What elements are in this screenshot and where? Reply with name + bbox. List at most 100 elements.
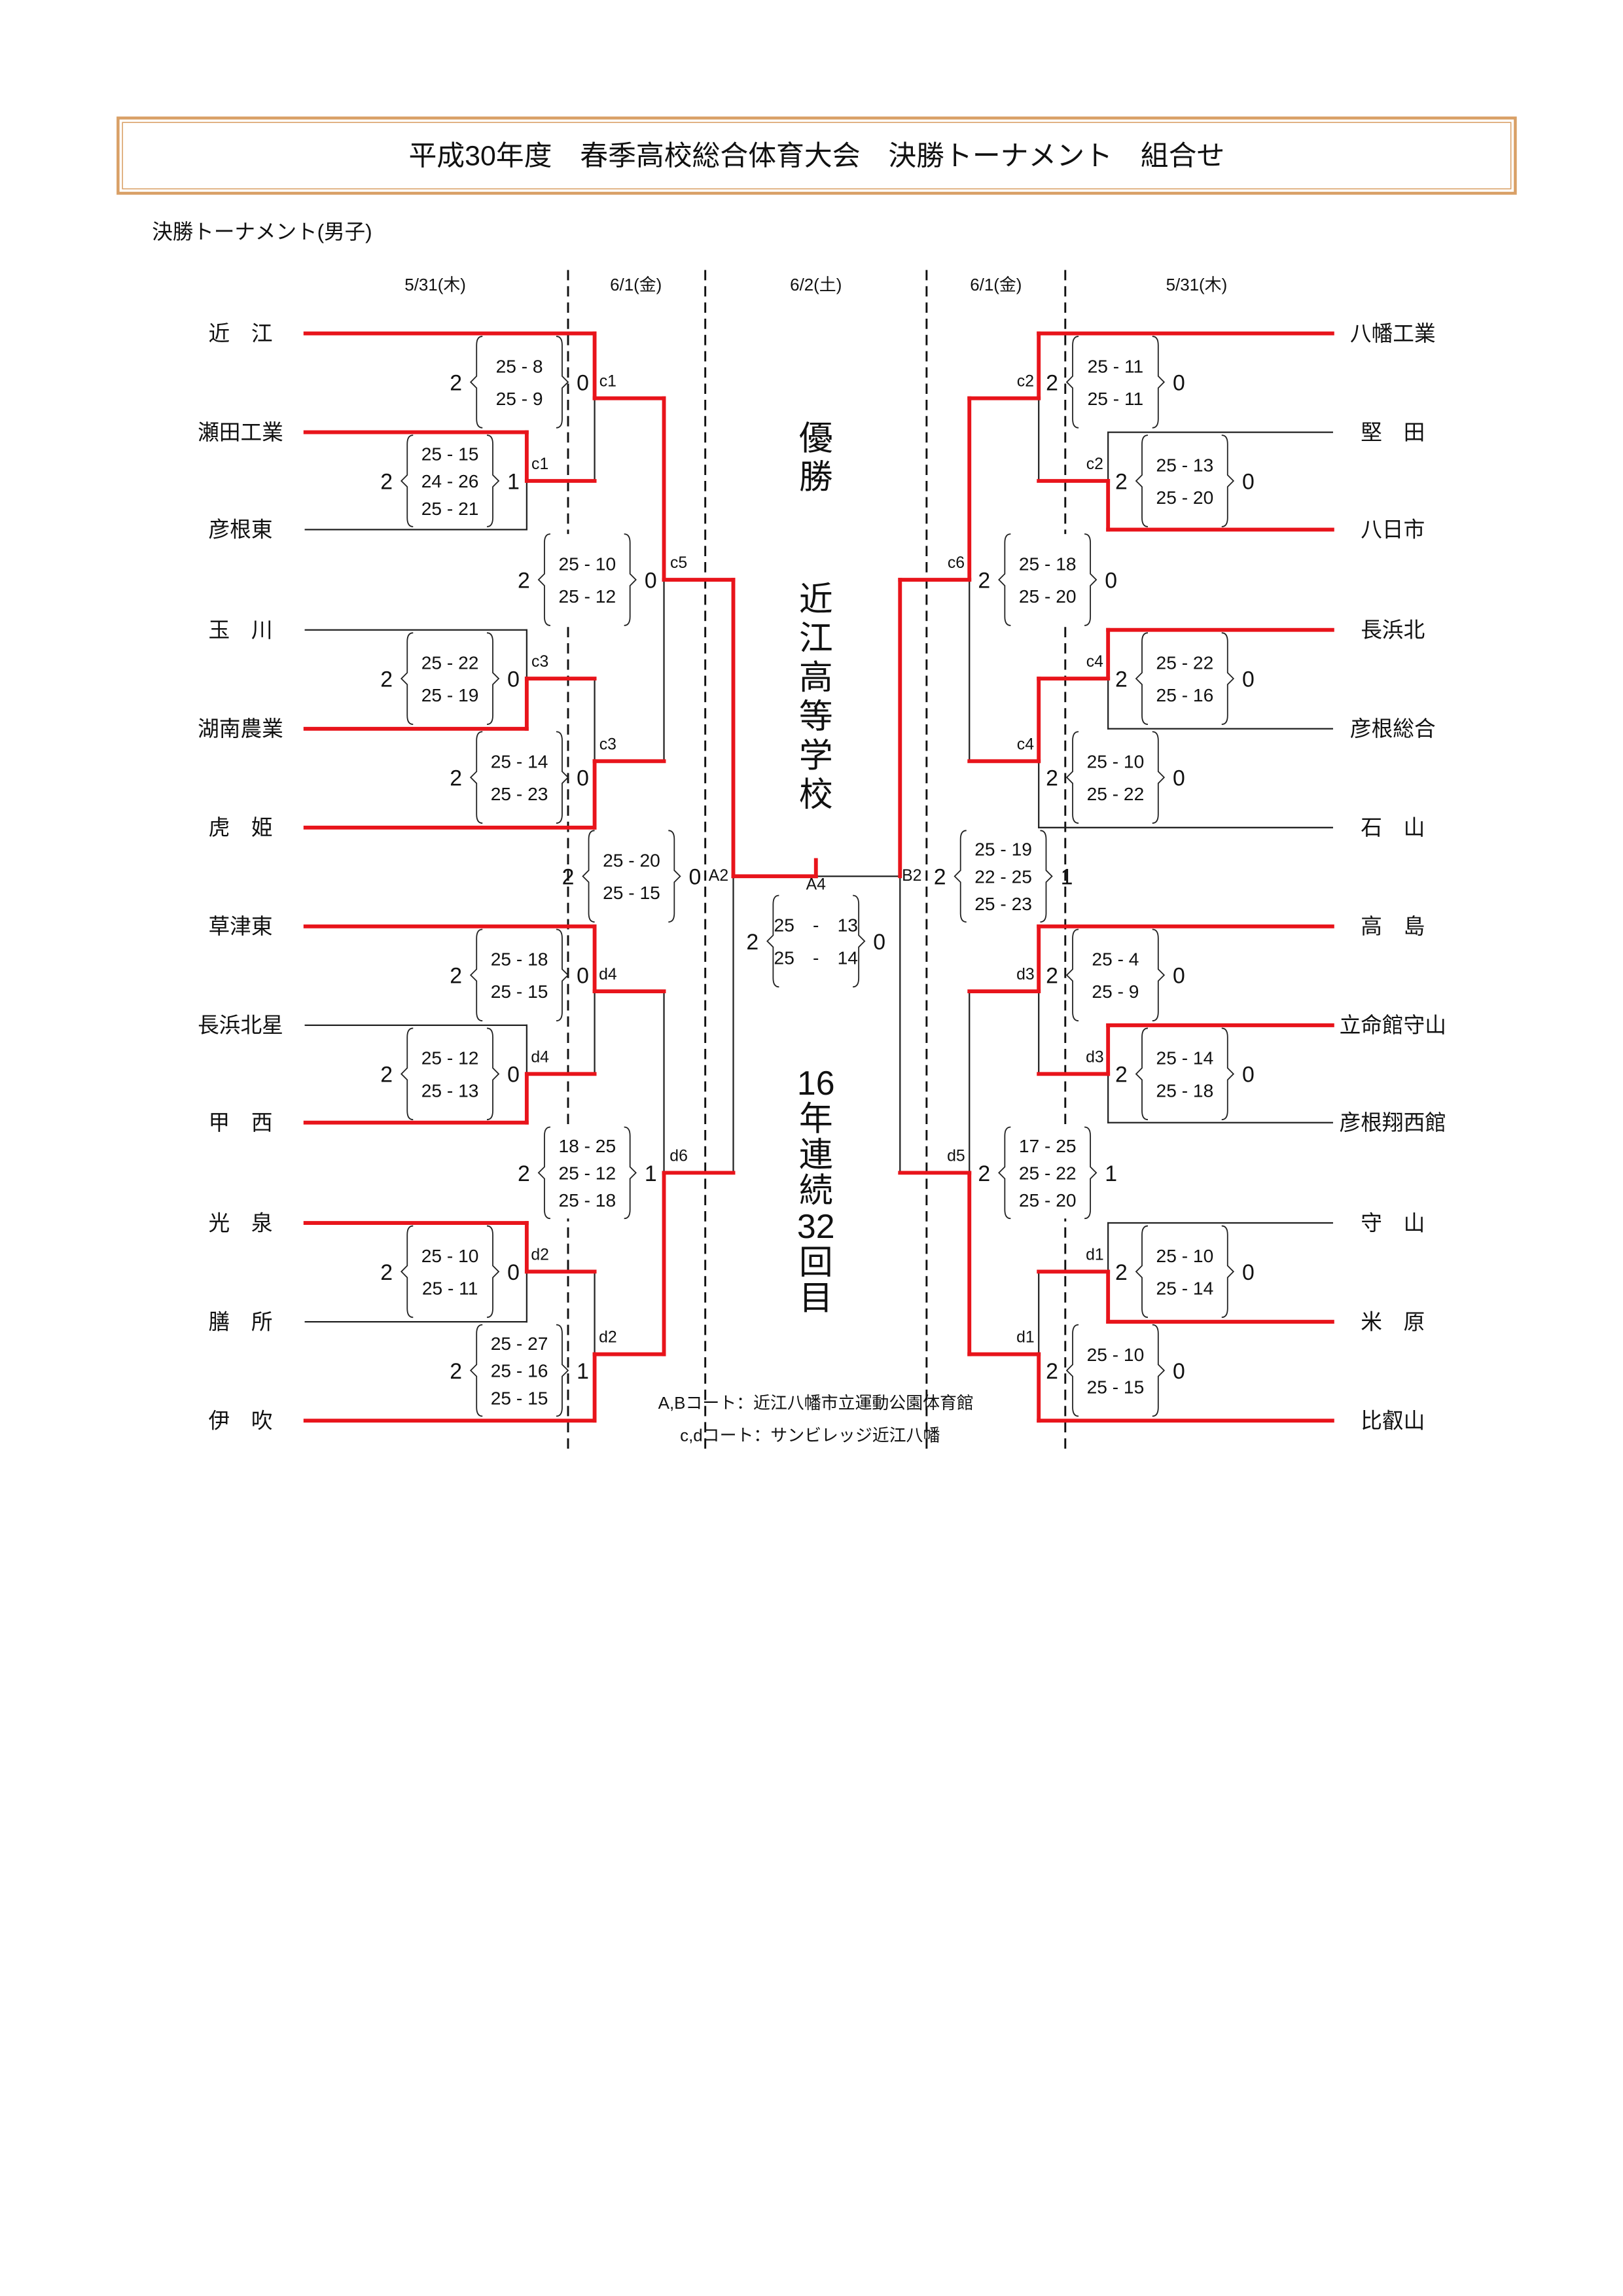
set-score: 25 - 23 [974,893,1032,914]
score-backdrop [586,830,677,923]
set-score: 25 - 18 [1019,553,1077,574]
champion-streak: 年 [799,1100,833,1138]
team-name-left: 彦根東 [208,518,272,542]
score-backdrop [1069,336,1162,428]
champion-streak: 回 [799,1243,833,1281]
set-score: 25 - 11 [1088,355,1144,376]
score-backdrop [1001,1127,1094,1219]
team-name-right: 高 島 [1361,914,1425,938]
right-brace-icon [1084,533,1097,626]
set-score: 25 - 18 [558,1190,616,1210]
sets-won-left: 2 [380,667,393,692]
set-score: 25 - 15 [421,443,479,464]
right-brace-icon [556,1324,569,1417]
set-score: 17 - 25 [1019,1135,1077,1156]
left-brace-icon [1135,434,1149,527]
set-score: 25 - 15 [491,981,548,1002]
court-note: c,dコート：サンビレッジ近江八幡 [680,1426,940,1445]
match-court-label: d2 [531,1246,549,1263]
sets-won-left: 2 [746,930,758,955]
left-brace-icon [954,830,967,923]
title-box [116,116,1517,195]
sets-won-left: 2 [1115,469,1128,494]
match-court-label: d3 [1016,966,1035,983]
page-title: 平成30年度 春季高校総合体育大会 決勝トーナメント 組合せ [408,141,1224,172]
left-brace-icon [998,533,1011,626]
left-brace-icon [1065,731,1079,824]
team-name-right: 長浜北 [1361,618,1425,642]
team-name-right: 石 山 [1361,815,1425,839]
team-name-left: 膳 所 [208,1309,272,1333]
right-brace-icon [1152,731,1166,824]
match-court-label: c1 [531,455,548,473]
sets-won-right: 0 [873,930,885,955]
set-score: 25 - 8 [496,355,543,376]
score-backdrop [1069,732,1162,824]
score-backdrop [541,1127,633,1219]
left-brace-icon [582,830,595,923]
match-court-label: d4 [531,1048,549,1066]
set-score: 25 - 14 [774,947,858,968]
team-name-right: 米 原 [1361,1309,1425,1333]
right-brace-icon [624,1126,637,1220]
sets-won-right: 1 [645,1161,657,1186]
match-court-label: A2 [709,867,728,885]
team-name-left: 虎 姫 [208,815,272,839]
sets-won-right: 0 [1173,1359,1185,1384]
right-brace-icon [1152,336,1166,429]
match-court-label: c2 [1017,373,1034,391]
date-header: 6/2(土) [790,275,842,294]
right-brace-icon [1152,928,1166,1022]
match-court-label: c5 [670,554,687,572]
left-brace-icon [469,731,483,824]
match-court-label: d5 [947,1147,965,1165]
set-score: 25 - 10 [1087,751,1145,772]
sets-won-right: 0 [1242,667,1255,692]
sets-won-left: 2 [450,766,462,791]
team-name-left: 光 泉 [208,1210,272,1235]
sets-won-left: 2 [934,865,946,890]
score-backdrop [1139,633,1231,724]
sets-won-left: 2 [1046,370,1058,395]
set-score: 25 - 19 [421,684,479,705]
right-brace-icon [853,894,866,988]
team-name-right: 彦根翔西館 [1340,1110,1446,1135]
set-score: 18 - 25 [558,1135,616,1156]
match-court-label: c3 [599,735,616,753]
set-score: 25 - 22 [1019,1163,1077,1184]
champion-heading: 優 [799,419,833,457]
left-brace-icon [1065,1324,1079,1417]
set-score: 25 - 11 [422,1277,478,1298]
sets-won-left: 2 [978,1161,990,1186]
left-brace-icon [469,336,483,429]
left-brace-icon [998,1126,1011,1220]
right-brace-icon [556,928,569,1022]
sets-won-left: 2 [562,865,575,890]
set-score: 22 - 25 [974,866,1032,887]
set-score: 25 - 14 [491,751,548,772]
champion-school: 校 [799,775,833,813]
set-score: 25 - 16 [1156,684,1214,705]
champion-streak: 続 [799,1171,833,1209]
team-name-right: 堅 田 [1361,420,1425,444]
set-score: 25 - 18 [491,949,548,970]
match-court-label: d4 [599,966,617,983]
set-score: 25 - 10 [558,553,616,574]
sets-won-right: 0 [1173,964,1185,989]
champion-streak: 32 [797,1207,835,1245]
champion-streak: 連 [799,1135,833,1173]
left-brace-icon [400,632,414,725]
score-backdrop [1139,1028,1231,1120]
right-brace-icon [1152,1324,1166,1417]
team-name-left: 草津東 [208,914,272,938]
